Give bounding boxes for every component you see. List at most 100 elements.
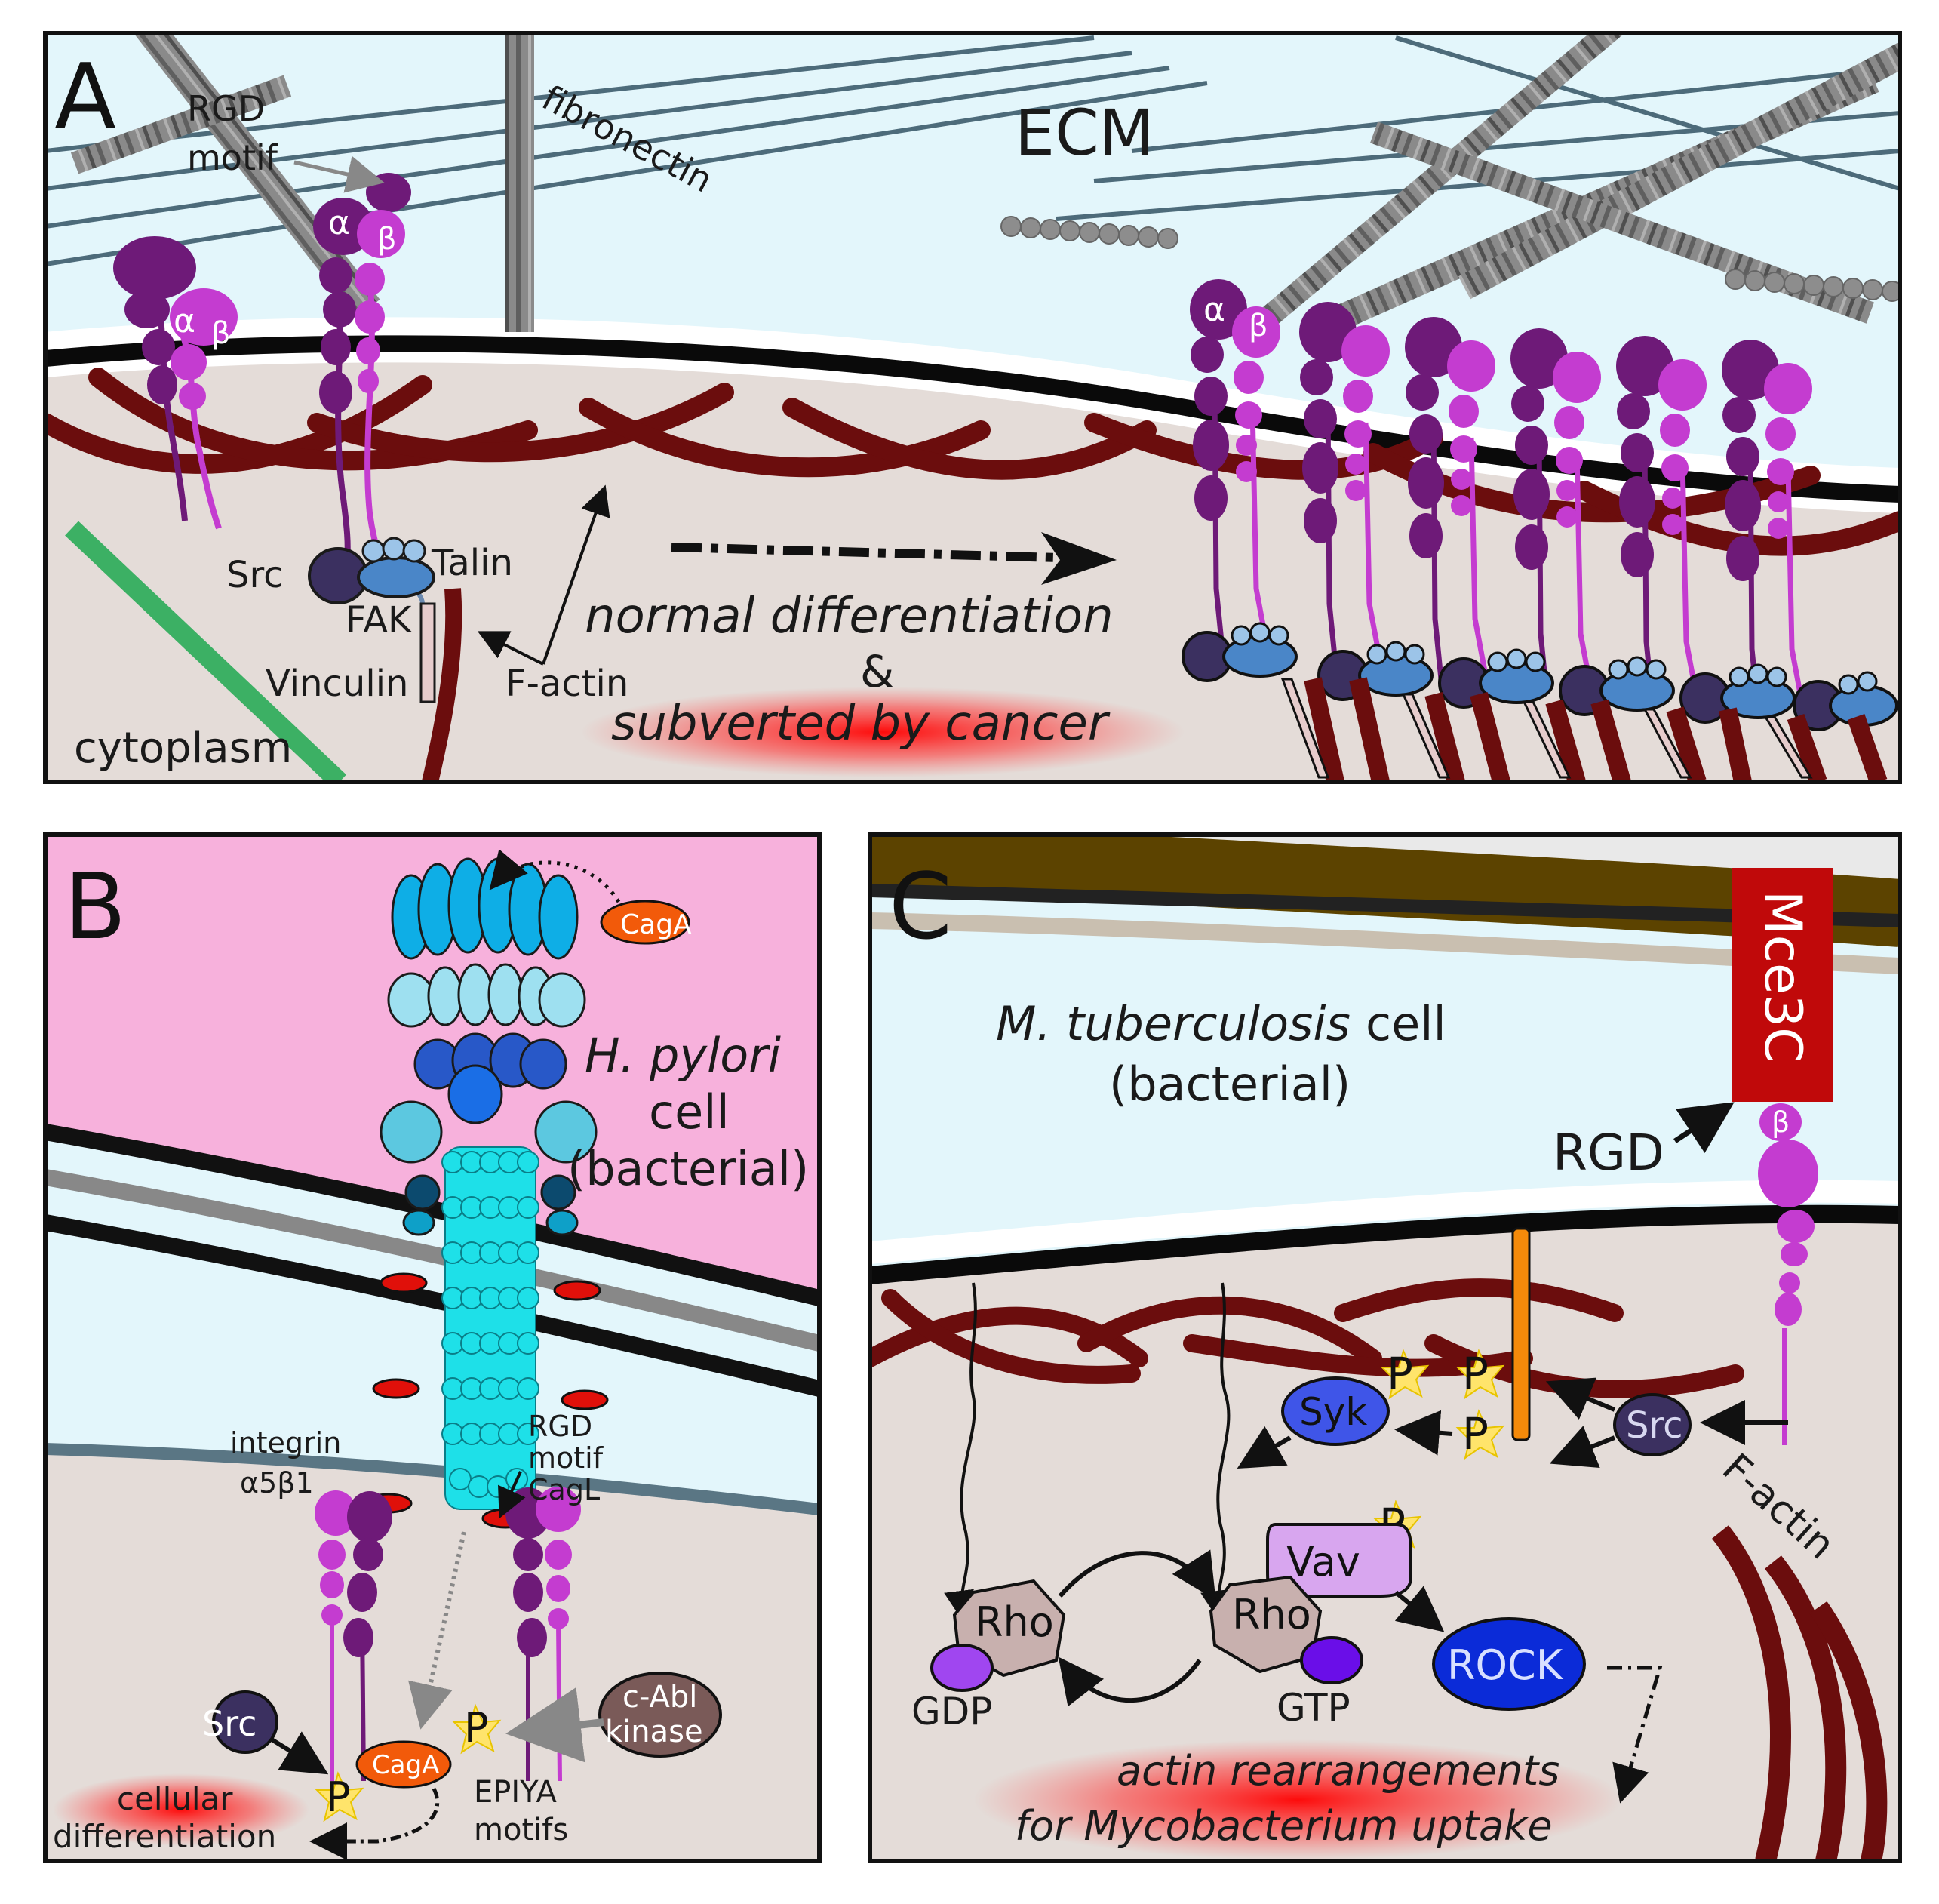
actin-glow xyxy=(973,1739,1622,1860)
cabl-label-1: c-Abl xyxy=(622,1680,697,1715)
microtubule xyxy=(65,521,346,782)
rock-node xyxy=(1432,1617,1586,1711)
cabl-kinase-node xyxy=(598,1672,722,1758)
src-node-c xyxy=(1613,1393,1692,1456)
phospho-label-b-2: P xyxy=(464,1704,489,1752)
src-label-b: Src xyxy=(202,1703,257,1744)
panel-a: α β α β xyxy=(43,31,1902,784)
rgd-label-b-2: motif xyxy=(528,1441,604,1475)
fak-label: FAK xyxy=(346,599,413,641)
ampersand-label: & xyxy=(860,646,894,697)
caga-translocation-arrow xyxy=(489,849,621,903)
cancer-glow-a xyxy=(581,687,1185,777)
rho-gtp-label: Rho xyxy=(1232,1591,1311,1638)
vav-label: Vav xyxy=(1286,1538,1360,1586)
host-membrane-c xyxy=(870,1204,1900,1284)
beta-label-3: β xyxy=(1249,309,1268,343)
f-actin-label-a: F-actin xyxy=(505,663,628,705)
transition-arrow xyxy=(671,543,1087,563)
subverted-by-cancer-label: subverted by cancer xyxy=(611,696,1111,752)
rgd-cagl-pointer xyxy=(498,1471,526,1519)
signal-wires xyxy=(944,1282,1231,1621)
phospho-label-c-2: P xyxy=(1462,1348,1489,1399)
beta-label-c: β xyxy=(1772,1106,1790,1139)
panel-c-border xyxy=(868,832,1902,1863)
host-membrane-outer-c xyxy=(870,1180,1900,1264)
phospho-label-c-3: P xyxy=(1462,1408,1489,1460)
gtp-node xyxy=(1300,1636,1363,1684)
cabl-to-caga-arrow xyxy=(505,1687,604,1763)
caga-bottom xyxy=(355,1740,452,1789)
beta-label-1: β xyxy=(211,316,231,351)
periplasm-region xyxy=(45,1132,819,1509)
bacterial-peptidoglycan xyxy=(45,1169,819,1352)
f-actin-bundle-c xyxy=(1712,1525,1888,1861)
gdp-label: GDP xyxy=(911,1690,992,1733)
differentiation-glow xyxy=(53,1773,309,1846)
panel-c: P P P P C xyxy=(868,832,1902,1863)
focal-adhesion-left xyxy=(308,537,462,782)
panel-a-border xyxy=(43,31,1902,784)
src-node-b xyxy=(212,1690,278,1754)
cabl-label-2: kinase xyxy=(605,1715,703,1749)
integrin-beta-c xyxy=(1758,1103,1818,1445)
normal-differentiation-label: normal differentiation xyxy=(585,589,1114,644)
alpha-label-2: α xyxy=(328,204,350,242)
actin-rearrangement-label-2: for Mycobacterium uptake xyxy=(1015,1802,1553,1850)
phospho-stars-b xyxy=(315,1703,502,1822)
panel-b: P P B CagA H. pylori cell (bacterial) in… xyxy=(43,832,822,1863)
panel-b-border xyxy=(43,832,822,1863)
plasma-membrane xyxy=(45,335,1900,503)
alpha-label-1: α xyxy=(174,302,195,340)
syk-node xyxy=(1281,1376,1390,1446)
src-label-a: Src xyxy=(226,554,284,596)
integrin-cluster-right: α β xyxy=(1190,279,1812,710)
panel-a-letter: A xyxy=(54,45,116,150)
differentiation-arrow xyxy=(309,1787,440,1860)
epiya-label-2: motifs xyxy=(474,1813,568,1847)
rgd-label-b-3: CagL xyxy=(528,1473,600,1506)
hpylori-bacterial-label: (bacterial) xyxy=(567,1141,809,1196)
rock-to-actin-arrow xyxy=(1607,1666,1663,1804)
ecm-label: ECM xyxy=(1015,96,1154,170)
t4ss-cap xyxy=(380,857,598,1236)
actin-rearrangement-label-1: actin rearrangements xyxy=(1117,1747,1559,1795)
caga-injection-arrow xyxy=(408,1531,466,1730)
rgd-motif-label-1: RGD xyxy=(187,88,265,129)
phospho-label-b-1: P xyxy=(326,1773,351,1821)
alpha-label-3: α xyxy=(1203,291,1225,329)
beta-label-2: β xyxy=(377,222,397,257)
rgd-motif-label-2: motif xyxy=(187,137,279,178)
fibronectin-strands xyxy=(70,33,1900,344)
integrin-label-1: integrin xyxy=(230,1426,341,1460)
host-membrane-b xyxy=(45,1443,819,1515)
vinculin-label: Vinculin xyxy=(266,663,408,705)
gtp-label: GTP xyxy=(1277,1686,1351,1730)
cytoplasm-label: cytoplasm xyxy=(74,724,292,773)
transition-arrowhead xyxy=(1041,532,1117,585)
src-syk-arrows xyxy=(1237,1377,1788,1469)
phospho-label-c-1: P xyxy=(1387,1348,1413,1399)
mtb-cell-label: cell xyxy=(1366,996,1446,1051)
talin-label: Talin xyxy=(431,542,513,584)
rgd-motif-pointer xyxy=(293,155,385,193)
epiya-label-1: EPIYA xyxy=(474,1775,558,1810)
f-actin-pointer xyxy=(477,484,610,666)
hpylori-label: H. pylori xyxy=(585,1028,781,1083)
rgd-label-b-1: RGD xyxy=(528,1410,592,1443)
mce3c-box xyxy=(1732,868,1833,1102)
hpylori-cell-label: cell xyxy=(649,1084,730,1140)
rgd-pointer-c xyxy=(1673,1102,1735,1153)
cell-diff-label-1: cellular xyxy=(117,1780,233,1817)
t4ss-stalk xyxy=(441,1146,539,1510)
rock-label: ROCK xyxy=(1447,1641,1564,1689)
syk-label: Syk xyxy=(1299,1390,1367,1434)
rho-cycle-arrows xyxy=(1058,1549,1445,1707)
rho-gtp-node xyxy=(1209,1575,1323,1674)
mce3c-label: Mce3C xyxy=(1753,890,1812,1063)
integrin-label-2: α5β1 xyxy=(240,1466,314,1500)
rgd-label-c: RGD xyxy=(1553,1124,1664,1182)
integrin-pair-1: α β xyxy=(113,236,238,530)
host-receptor xyxy=(1511,1227,1531,1441)
